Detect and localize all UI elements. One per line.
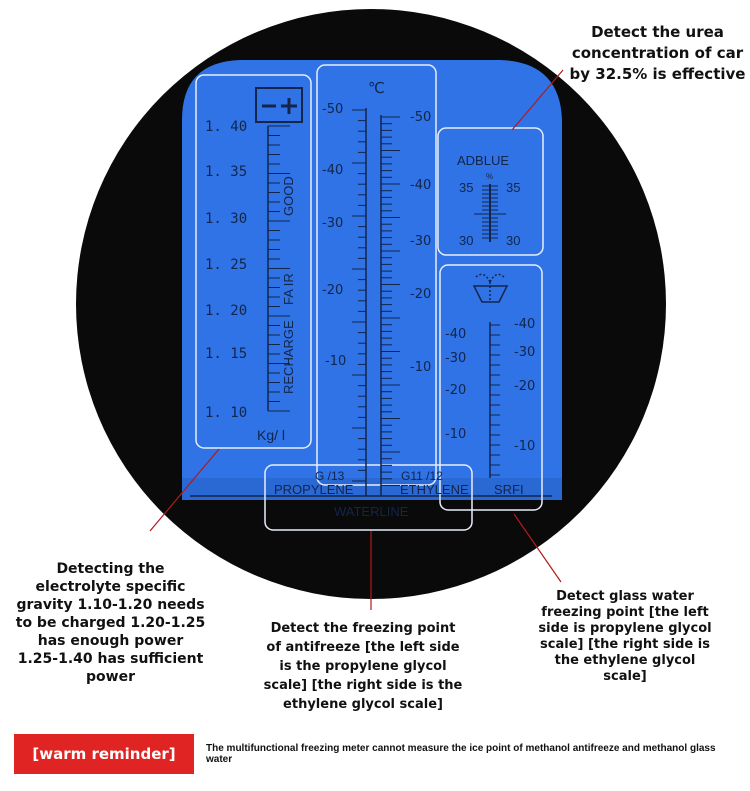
battery-tick-label: 1. 35 — [205, 164, 247, 180]
screenwash-right-tick-label: -10 — [514, 439, 535, 454]
screenwash-left-tick-label: -40 — [445, 327, 466, 342]
adblue-ticks — [474, 185, 506, 239]
urea-callout: Detect the urea concentration of car by … — [569, 23, 746, 83]
glass-water-callout: Detect glass water freezing point [the l… — [538, 589, 712, 684]
screenwash-left-tick-label: -30 — [445, 351, 466, 366]
antifreeze-unit-label: ℃ — [368, 79, 385, 97]
antifreeze-left-tick-label: -50 — [322, 102, 343, 117]
waterline-panel-outline — [264, 464, 473, 531]
battery-tick-label: 1. 10 — [205, 405, 247, 421]
battery-tick-label: 1. 40 — [205, 119, 247, 135]
battery-tick-label: 1. 15 — [205, 346, 247, 362]
battery-tick-label: 1. 20 — [205, 303, 247, 319]
propylene-code-label: G /13 — [315, 469, 345, 483]
electrolyte-callout-line — [149, 448, 220, 532]
battery-fair-label: FA IR — [281, 273, 296, 305]
windshield-wiper-icon — [472, 273, 509, 303]
battery-tick-labels: 1. 40 1. 35 1. 30 1. 25 1. 20 1. 15 1. 1… — [205, 119, 247, 421]
screenwash-label: SRFI — [494, 482, 524, 497]
battery-recharge-label: RECHARGE — [281, 320, 296, 394]
waterline-label: WATERLINE — [334, 504, 409, 519]
adblue-title: ADBLUE — [457, 153, 509, 168]
blue-scale-field — [182, 60, 562, 500]
battery-tick-label: 1. 30 — [205, 211, 247, 227]
antifreeze-left-tick-label: -10 — [325, 354, 346, 369]
antifreeze-right-ticks — [381, 116, 400, 486]
urea-callout-line — [511, 69, 564, 131]
battery-panel-outline — [195, 74, 312, 449]
adblue-left-bottom-label: 30 — [459, 233, 473, 248]
battery-tick-label: 1. 25 — [205, 257, 247, 273]
ethylene-label: ETHYLENE — [400, 482, 469, 497]
adblue-panel-outline — [437, 127, 544, 256]
screenwash-right-tick-label: -40 — [514, 317, 535, 332]
glass-water-callout-line — [513, 513, 562, 583]
antifreeze-left-tick-label: -40 — [322, 163, 343, 178]
battery-plus-minus-icon — [255, 87, 303, 123]
battery-good-label: GOOD — [281, 176, 296, 216]
antifreeze-panel-outline — [316, 64, 437, 486]
adblue-percent-label: % — [486, 172, 493, 181]
antifreeze-right-tick-label: -30 — [410, 234, 431, 249]
screenwash-left-tick-label: -10 — [445, 427, 466, 442]
antifreeze-left-tick-label: -20 — [322, 283, 343, 298]
screenwash-right-tick-label: -30 — [514, 345, 535, 360]
warm-reminder-badge: [warm reminder] — [14, 734, 194, 774]
antifreeze-right-tick-label: -20 — [410, 287, 431, 302]
screenwash-left-tick-label: -20 — [445, 383, 466, 398]
propylene-label: PROPYLENE — [274, 482, 354, 497]
antifreeze-left-ticks — [352, 109, 366, 482]
battery-scale-ticks — [268, 125, 290, 412]
screenwash-right-tick-label: -20 — [514, 379, 535, 394]
ethylene-code-label: G11 /12 — [401, 469, 443, 483]
adblue-left-top-label: 35 — [459, 180, 473, 195]
adblue-right-top-label: 35 — [506, 180, 520, 195]
antifreeze-right-tick-label: -40 — [410, 178, 431, 193]
antifreeze-right-tick-label: -10 — [410, 360, 431, 375]
warm-reminder-text: The multifunctional freezing meter canno… — [206, 743, 716, 765]
antifreeze-right-tick-label: -50 — [410, 110, 431, 125]
battery-unit-label: Kg/ l — [257, 427, 285, 443]
adblue-right-bottom-label: 30 — [506, 233, 520, 248]
field-lower-shade — [182, 478, 562, 500]
antifreeze-callout: Detect the freezing point of antifreeze … — [263, 621, 463, 712]
screenwash-ticks — [490, 324, 500, 476]
antifreeze-left-tick-label: -30 — [322, 216, 343, 231]
screenwash-panel-outline — [439, 264, 543, 511]
electrolyte-callout: Detecting the electrolyte specific gravi… — [15, 561, 206, 685]
